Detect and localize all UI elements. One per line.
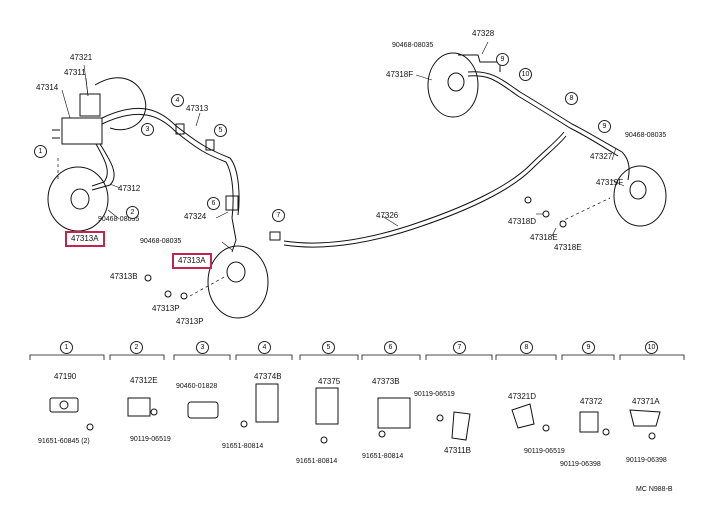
valve-block — [61, 117, 103, 145]
label-47327: 47327 — [590, 152, 613, 161]
label-47326: 47326 — [376, 211, 399, 220]
label-47313b: 47313B — [110, 272, 138, 281]
master-cylinder-outline — [94, 77, 147, 131]
table-part-4: 47374B — [254, 372, 282, 381]
callout-3: 3 — [141, 123, 154, 136]
label-47314: 47314 — [36, 83, 59, 92]
part-sketch-9 — [579, 411, 599, 433]
label-90468-mid: 90468-08035 — [140, 238, 182, 245]
table-sub-10: 90119-06398 — [626, 457, 667, 464]
table-part-3: 90460-01828 — [176, 383, 218, 390]
label-47313p-b: 47313P — [176, 317, 204, 326]
table-part-8: 47321D — [508, 392, 537, 401]
label-47318e-a: 47318E — [530, 233, 558, 242]
part-sketch-3 — [187, 401, 219, 419]
label-47321: 47321 — [70, 53, 93, 62]
label-47312: 47312 — [118, 184, 141, 193]
label-47318d: 47318D — [508, 217, 537, 226]
callout-9a: 9 — [496, 53, 509, 66]
table-sub-9: 90119-06398 — [560, 461, 601, 468]
label-47318e-b: 47318E — [554, 243, 582, 252]
table-sub-4: 91651-80814 — [222, 443, 264, 450]
table-sub-1: 91651-60845 (2) — [38, 438, 90, 445]
callout-9b: 9 — [598, 120, 611, 133]
label-47313: 47313 — [186, 104, 209, 113]
table-callout-10: 10 — [645, 341, 658, 354]
table-callout-2: 2 — [130, 341, 143, 354]
label-47311: 47311 — [64, 68, 86, 77]
table-sub-6: 91651-80814 — [362, 453, 404, 460]
table-callout-7: 7 — [453, 341, 466, 354]
part-sketch-4 — [255, 383, 279, 423]
table-part-7: 90119-06519 — [414, 391, 455, 398]
callout-6: 6 — [207, 197, 220, 210]
label-90468-left: 90468-08035 — [98, 216, 140, 223]
upper-rear-line — [467, 71, 630, 181]
callout-7: 7 — [272, 209, 285, 222]
table-sub-2: 90119-06519 — [130, 436, 171, 443]
table-part-1: 47190 — [54, 372, 77, 381]
table-part-9: 47372 — [580, 397, 603, 406]
table-callout-3: 3 — [196, 341, 209, 354]
front-right-disc — [207, 245, 269, 319]
table-callout-4: 4 — [258, 341, 271, 354]
label-47319f: 47319F — [596, 178, 624, 187]
label-47313a-mid: 47313A — [172, 253, 212, 269]
label-47324: 47324 — [184, 212, 207, 221]
callout-2: 2 — [126, 206, 139, 219]
part-sketch-2 — [127, 397, 151, 417]
callout-1: 1 — [34, 145, 47, 158]
label-47313p-a: 47313P — [152, 304, 180, 313]
callout-10: 10 — [519, 68, 532, 81]
table-sub-8: 90119-06519 — [524, 448, 565, 455]
part-sketch-6 — [377, 397, 411, 429]
table-part-2: 47312E — [130, 376, 158, 385]
table-part-10: 47371A — [632, 397, 660, 406]
table-sub-5: 91651-80814 — [296, 458, 338, 465]
part-sketch-7 — [451, 411, 471, 441]
label-47328: 47328 — [472, 29, 495, 38]
rear-right-disc — [613, 165, 667, 227]
part-sketch-1 — [49, 397, 79, 413]
callout-4: 4 — [171, 94, 184, 107]
rear-left-disc — [427, 52, 479, 118]
part-sketch-10 — [629, 409, 661, 427]
diagram-code: MC N988-B — [636, 486, 673, 493]
label-90468-top: 90468-08035 — [392, 42, 434, 49]
part-sketch-5 — [315, 387, 339, 425]
table-sub-7: 47311B — [444, 446, 471, 455]
table-callout-9: 9 — [582, 341, 595, 354]
table-part-5: 47375 — [318, 377, 341, 386]
rear-brake-line — [283, 131, 565, 244]
label-90468-right: 90468-08035 — [625, 132, 667, 139]
table-callout-6: 6 — [384, 341, 397, 354]
label-47313a-left: 47313A — [65, 231, 105, 247]
table-callout-1: 1 — [60, 341, 73, 354]
table-callout-8: 8 — [520, 341, 533, 354]
label-47318f: 47318F — [386, 70, 414, 79]
table-part-6: 47373B — [372, 377, 400, 386]
callout-5: 5 — [214, 124, 227, 137]
table-callout-5: 5 — [322, 341, 335, 354]
callout-8: 8 — [565, 92, 578, 105]
part-sketch-8 — [511, 403, 535, 429]
